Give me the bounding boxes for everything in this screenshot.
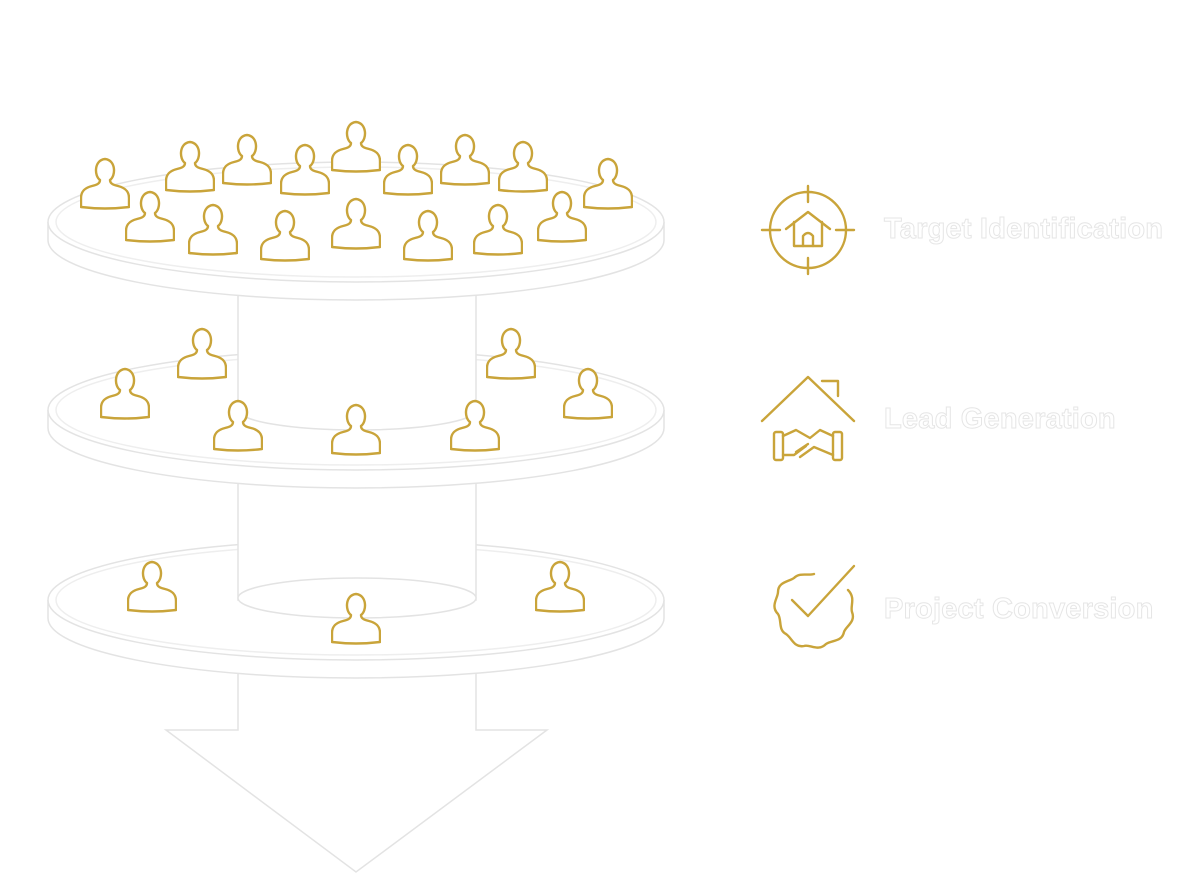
person-icon (440, 133, 490, 186)
badge-check-icon (773, 564, 856, 649)
person-icon (165, 140, 215, 193)
person-icon (331, 120, 381, 173)
house-handshake-icon (760, 375, 856, 462)
stage-label-target-identification: Target Identification (883, 213, 1164, 246)
target-house-icon (760, 184, 856, 276)
person-icon (498, 140, 548, 193)
column-upper (238, 285, 476, 410)
person-icon (486, 327, 536, 380)
stage-label-project-conversion: Project Conversion (884, 593, 1154, 626)
person-icon (177, 327, 227, 380)
funnel-structure (47, 161, 665, 873)
person-icon (222, 133, 272, 186)
stage-label-lead-generation: Lead Generation (884, 403, 1117, 436)
down-arrow (163, 670, 550, 873)
